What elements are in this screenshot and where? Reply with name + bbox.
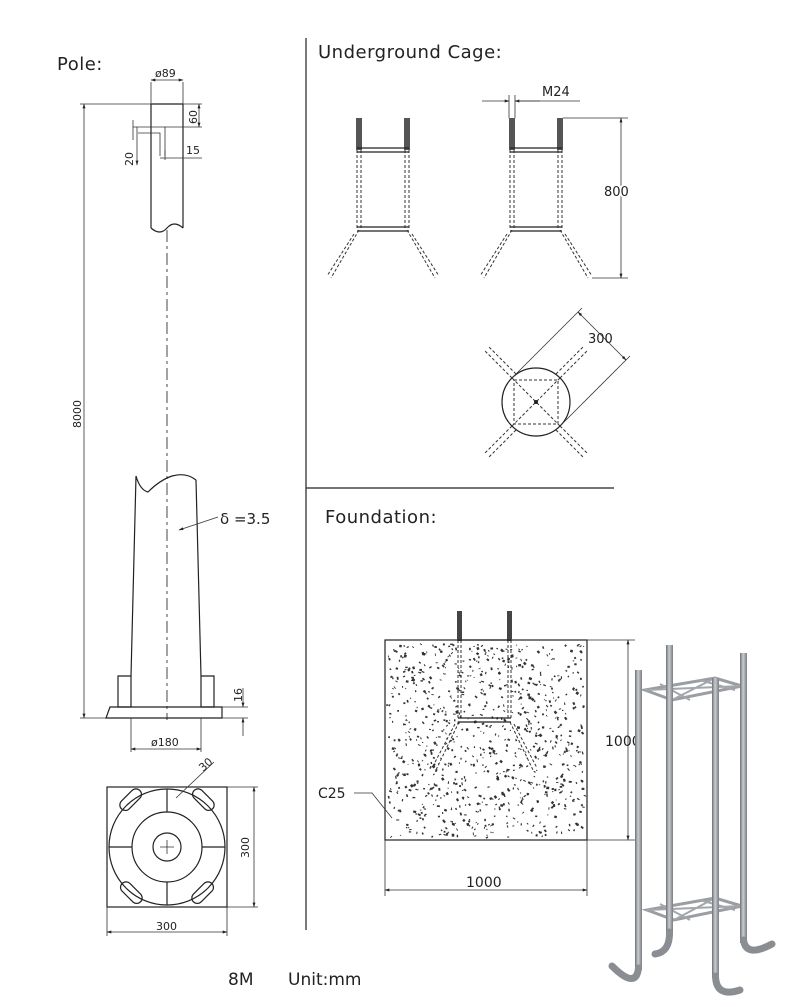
- base-plate-center-hole: [152, 832, 182, 862]
- cage-ring: [501, 367, 571, 437]
- pole-lower-body: [130, 475, 202, 677]
- pole-height-label: 8M: [228, 970, 253, 990]
- plate-height-label: 300: [239, 837, 252, 858]
- base-plate-outline: [106, 786, 228, 908]
- base-plate-ribs: [109, 789, 225, 905]
- concrete-block: [384, 639, 588, 841]
- thickness-label: δ =3.5: [220, 510, 270, 528]
- cage-elevation-left: [326, 118, 440, 279]
- plate-bolt-dim-label: 30: [196, 755, 215, 774]
- height-label: 8000: [71, 400, 84, 428]
- concrete-grade-label: C25: [318, 786, 346, 802]
- cage-3d-render: [608, 645, 776, 996]
- concrete-speckle: [386, 643, 587, 839]
- pole-hook-detail: [133, 126, 166, 156]
- section-dividers: [305, 38, 614, 930]
- slot-dim-leader: [175, 761, 215, 799]
- pole-base-plate: [105, 706, 223, 719]
- cage-elevation-right: M24 800: [479, 85, 631, 279]
- dim-15-label: 15: [186, 144, 200, 157]
- thickness-leader: [178, 516, 219, 531]
- unit-label: Unit:mm: [288, 970, 361, 990]
- pole-elevation: ø89 60 15 20 8000 δ =3.5 16 ø180: [71, 67, 270, 752]
- base-plate-thickness-label: 16: [232, 688, 245, 702]
- bolt-slots: [119, 788, 215, 905]
- bolt-size-label: M24: [542, 85, 570, 100]
- dim-20-label: 20: [123, 152, 136, 166]
- bottom-diameter-label: ø180: [151, 736, 179, 749]
- top-diameter-label: ø89: [155, 67, 176, 80]
- foundation-width-label: 1000: [466, 875, 502, 891]
- cage-plan: 300: [484, 307, 631, 458]
- dim-60-label: 60: [187, 110, 200, 124]
- cage-diameter-label: 300: [588, 332, 613, 347]
- foundation-section: 1000 1000 C25: [318, 611, 641, 896]
- plate-width-label: 300: [156, 920, 177, 933]
- pole-section-title: Pole:: [57, 54, 103, 75]
- cage-height-label: 800: [604, 185, 629, 200]
- pole-top-tube: [150, 104, 184, 228]
- pole-lower-break: [135, 474, 197, 493]
- pole-top-break: [150, 223, 184, 233]
- foundation-section-title: Foundation:: [325, 507, 437, 528]
- foundation-depth-label: 1000: [605, 734, 641, 750]
- cage-section-title: Underground Cage:: [318, 42, 502, 63]
- base-plate-plan: 30 300 300: [106, 755, 258, 936]
- pole-base-gussets: [117, 675, 215, 708]
